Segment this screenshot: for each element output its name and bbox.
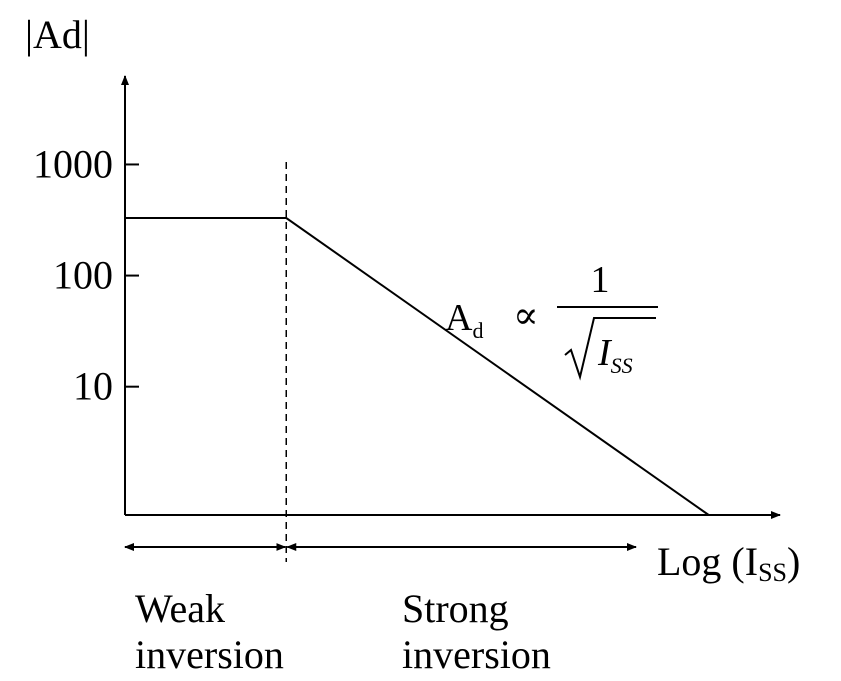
- y-tick-label-10: 10: [73, 364, 113, 409]
- formula-lhs: Ad: [445, 297, 483, 343]
- y-ticks: 10 100 1000: [33, 141, 139, 409]
- y-tick-label-1000: 1000: [33, 141, 113, 186]
- formula-lhs-main: A: [445, 297, 473, 339]
- formula-numerator: 1: [591, 259, 610, 301]
- weak-inversion-label-line2: inversion: [135, 632, 284, 677]
- sqrt-sign: [564, 317, 656, 381]
- x-axis-title-close: ): [787, 539, 800, 584]
- x-axis-title: Log (ISS): [657, 539, 800, 587]
- strong-inversion-label-line1: Strong: [402, 586, 509, 631]
- x-axis-title-sub: SS: [758, 558, 787, 587]
- formula-denominator-main: I: [597, 332, 613, 374]
- formula-denominator-sub: SS: [611, 353, 633, 378]
- formula-relation: ∝: [513, 295, 539, 337]
- weak-inversion-label-line1: Weak: [135, 586, 225, 631]
- formula-denominator: ISS: [597, 332, 633, 378]
- strong-inversion-label-line2: inversion: [402, 632, 551, 677]
- formula-lhs-sub: d: [472, 318, 483, 343]
- formula-annotation: Ad ∝ 1 ISS: [445, 259, 658, 381]
- gain-line: [125, 217, 710, 516]
- x-axis-title-main: Log (I: [657, 539, 758, 584]
- y-tick-label-100: 100: [53, 253, 113, 298]
- y-axis-title: |Ad|: [25, 12, 90, 57]
